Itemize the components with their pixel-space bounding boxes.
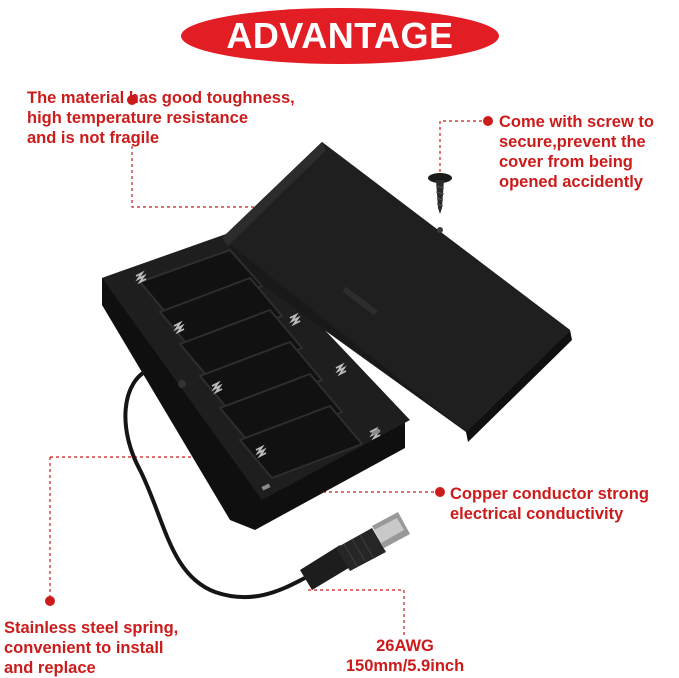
callout-dots <box>45 95 493 606</box>
callout-leaders <box>49 120 488 635</box>
callout-copper: Copper conductor strong electrical condu… <box>450 485 649 523</box>
battery-cover <box>222 142 572 442</box>
callout-toughness: The material has good toughness, high te… <box>27 89 295 147</box>
screw-icon <box>428 173 452 214</box>
dot-screw <box>483 116 493 126</box>
callout-wire-length: 150mm/5.9inch <box>345 657 465 675</box>
cable <box>123 366 306 600</box>
banner-title: ADVANTAGE <box>226 15 454 56</box>
callout-screw: Come with screw to secure,prevent the co… <box>499 113 654 191</box>
dot-spring <box>45 596 55 606</box>
advantage-banner <box>181 8 499 64</box>
callout-spring: Stainless steel spring, convenient to in… <box>4 619 179 677</box>
battery-holder <box>102 232 410 530</box>
dot-copper <box>435 487 445 497</box>
callout-wire-gauge: 26AWG <box>376 637 434 655</box>
dot-toughness <box>127 95 137 105</box>
dc-barrel-plug-icon <box>300 512 410 590</box>
